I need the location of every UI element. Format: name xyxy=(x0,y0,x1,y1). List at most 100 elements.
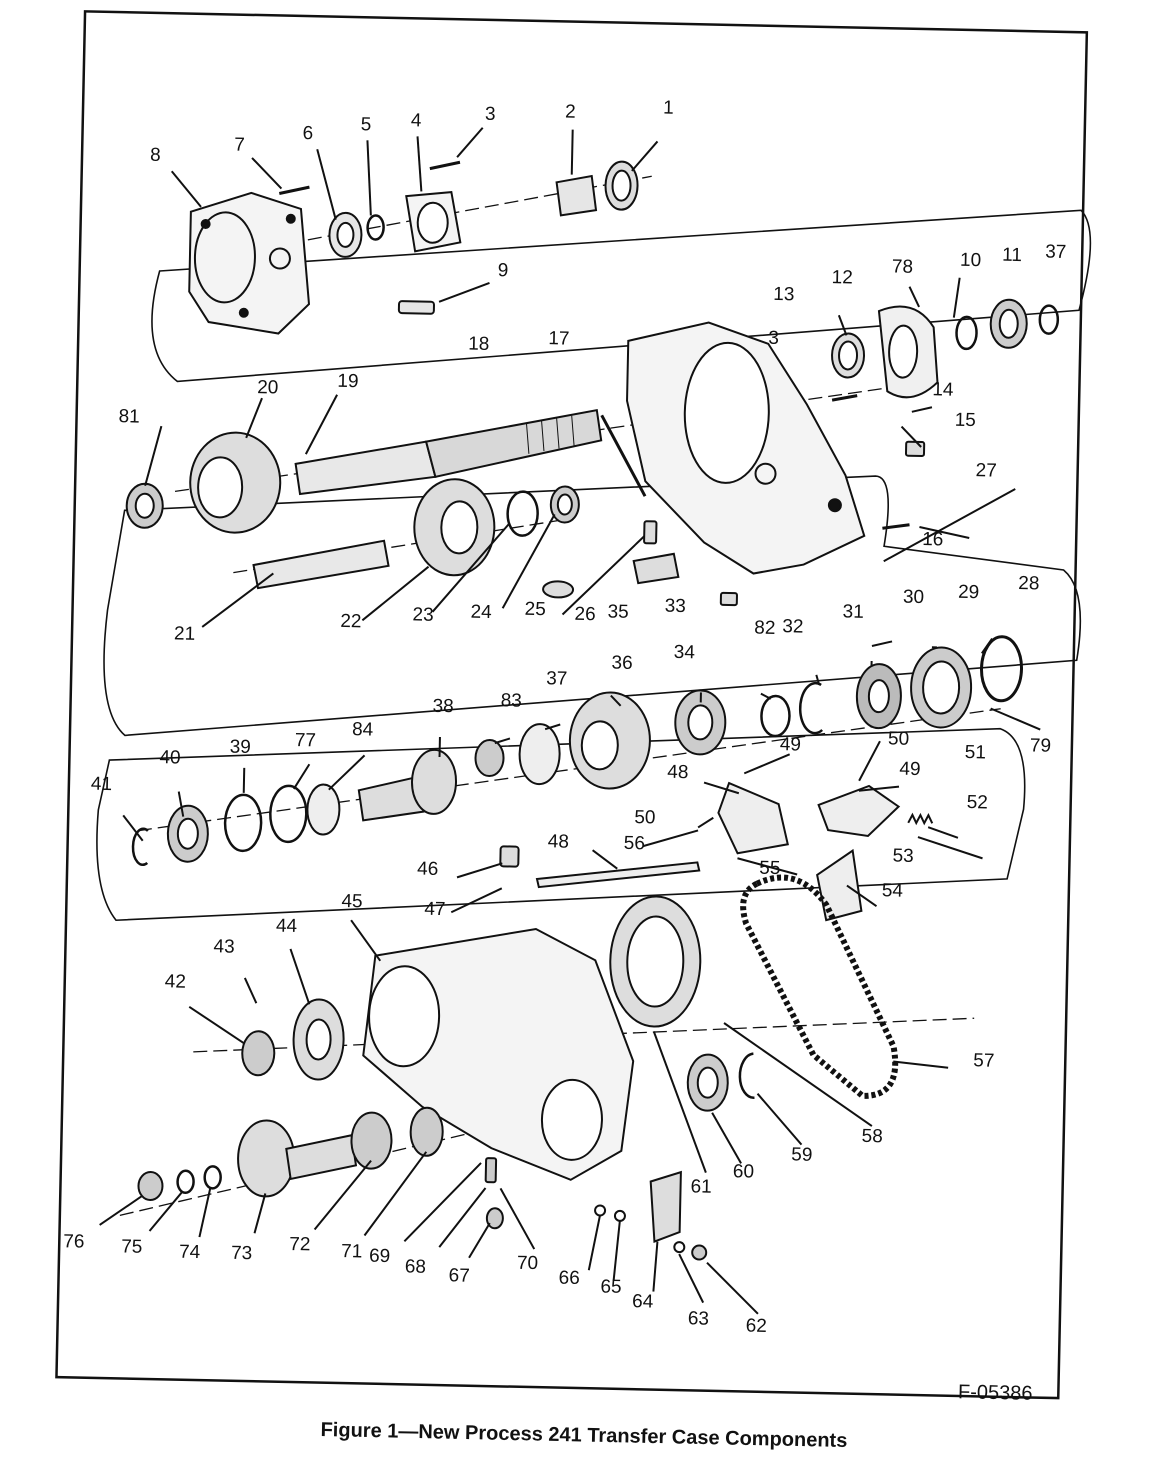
callout-36: 36 xyxy=(611,653,633,674)
sleeve-29 xyxy=(910,646,973,729)
callout-22: 22 xyxy=(340,611,362,632)
callout-27: 27 xyxy=(975,460,997,481)
pump-35 xyxy=(632,552,680,585)
callout-25: 25 xyxy=(524,599,546,620)
seal-13 xyxy=(831,332,866,379)
plug-15 xyxy=(904,440,926,458)
callout-77: 76 xyxy=(63,1231,85,1252)
snap-ring-60 xyxy=(738,1052,755,1099)
fitting-33 xyxy=(719,591,738,607)
callout-21: 21 xyxy=(174,623,196,644)
rail-48 xyxy=(535,861,701,889)
callout-3b: 3 xyxy=(768,328,779,349)
plug-68 xyxy=(485,1207,504,1230)
callout-63: 62 xyxy=(745,1316,767,1337)
washer-64 xyxy=(673,1241,686,1254)
ring-83 xyxy=(760,694,791,738)
callout-7: 7 xyxy=(234,135,245,156)
diagram-border xyxy=(55,10,1089,1400)
callout-15: 15 xyxy=(954,410,976,431)
callout-75: 74 xyxy=(179,1242,201,1263)
callout-5: 5 xyxy=(361,114,372,135)
sensor-9 xyxy=(397,300,435,315)
bearing-61 xyxy=(686,1053,729,1112)
ring-23 xyxy=(506,490,539,537)
callout-62: 61 xyxy=(690,1176,712,1197)
callout-38: 38 xyxy=(432,696,454,717)
callout-59: 58 xyxy=(861,1126,883,1147)
callout-29: 29 xyxy=(958,582,980,603)
nut-77 xyxy=(137,1171,164,1202)
callout-3: 3 xyxy=(485,104,496,125)
callout-34: 34 xyxy=(674,642,696,663)
lever-65 xyxy=(649,1170,682,1243)
ring-10a xyxy=(955,315,978,351)
callout-20: 20 xyxy=(257,377,279,398)
callout-13: 13 xyxy=(773,284,795,305)
callout-31: 31 xyxy=(842,601,864,622)
callout-74: 73 xyxy=(231,1243,253,1264)
callout-47: 47 xyxy=(424,899,446,920)
callout-26: 26 xyxy=(574,604,596,625)
washer-75 xyxy=(203,1165,222,1190)
sprocket-62 xyxy=(609,895,702,1028)
plate-55 xyxy=(816,848,863,922)
plate-37 xyxy=(518,723,561,786)
bolt-3b xyxy=(831,394,858,402)
callout-18: 18 xyxy=(468,333,490,354)
callout-35: 35 xyxy=(607,601,629,622)
callout-52: 51 xyxy=(965,742,987,763)
bearing-34 xyxy=(674,689,727,756)
callout-4: 4 xyxy=(411,110,422,131)
callout-84: 83 xyxy=(501,690,523,711)
callout-50a: 49 xyxy=(780,734,802,755)
rod-18 xyxy=(600,414,647,497)
seal-42 xyxy=(241,1030,276,1077)
callout-11: 11 xyxy=(1002,245,1022,266)
callout-45: 45 xyxy=(341,891,363,912)
callout-39: 39 xyxy=(229,737,251,758)
plate-4 xyxy=(405,191,462,253)
callout-8: 8 xyxy=(150,145,161,166)
fork-50 xyxy=(817,784,901,838)
bearing-84 xyxy=(474,739,505,778)
callout-2: 2 xyxy=(565,101,576,122)
snap-ring-32 xyxy=(798,681,824,735)
yoke-74 xyxy=(237,1119,358,1198)
callout-12: 12 xyxy=(831,267,853,288)
callout-54: 53 xyxy=(892,845,914,866)
callout-55: 54 xyxy=(882,880,904,901)
callout-60: 59 xyxy=(791,1144,813,1165)
callout-50b: 49 xyxy=(899,759,921,780)
mainshaft-19 xyxy=(294,409,603,496)
callout-17: 17 xyxy=(548,328,570,349)
callout-58: 57 xyxy=(973,1050,995,1071)
callout-65: 64 xyxy=(632,1291,654,1312)
chain-58 xyxy=(740,874,899,1099)
callout-42: 42 xyxy=(165,971,187,992)
callout-19: 19 xyxy=(337,371,359,392)
callout-51: 50 xyxy=(634,807,656,828)
hub-31 xyxy=(855,663,902,730)
gear-22 xyxy=(413,478,496,577)
callout-79: 78 xyxy=(892,256,914,277)
callout-61: 60 xyxy=(733,1161,755,1182)
callout-30: 30 xyxy=(903,587,925,608)
carrier-36 xyxy=(568,691,651,790)
bearing-6 xyxy=(328,211,363,258)
callout-16: 16 xyxy=(922,529,944,550)
leader-arrows xyxy=(99,127,1041,1315)
callout-49b: 50 xyxy=(888,728,910,749)
callout-78: 77 xyxy=(295,730,317,751)
gear-38 xyxy=(357,748,458,822)
callout-43: 43 xyxy=(213,936,235,957)
case-half-17 xyxy=(626,321,866,575)
retainer-44 xyxy=(292,998,345,1081)
callout-49a: 48 xyxy=(667,762,689,783)
callout-37b: 84 xyxy=(352,719,374,740)
output-shaft-21 xyxy=(252,539,390,590)
callout-53: 52 xyxy=(966,792,988,813)
bolt-3 xyxy=(429,160,461,171)
callout-83: 82 xyxy=(754,618,776,639)
